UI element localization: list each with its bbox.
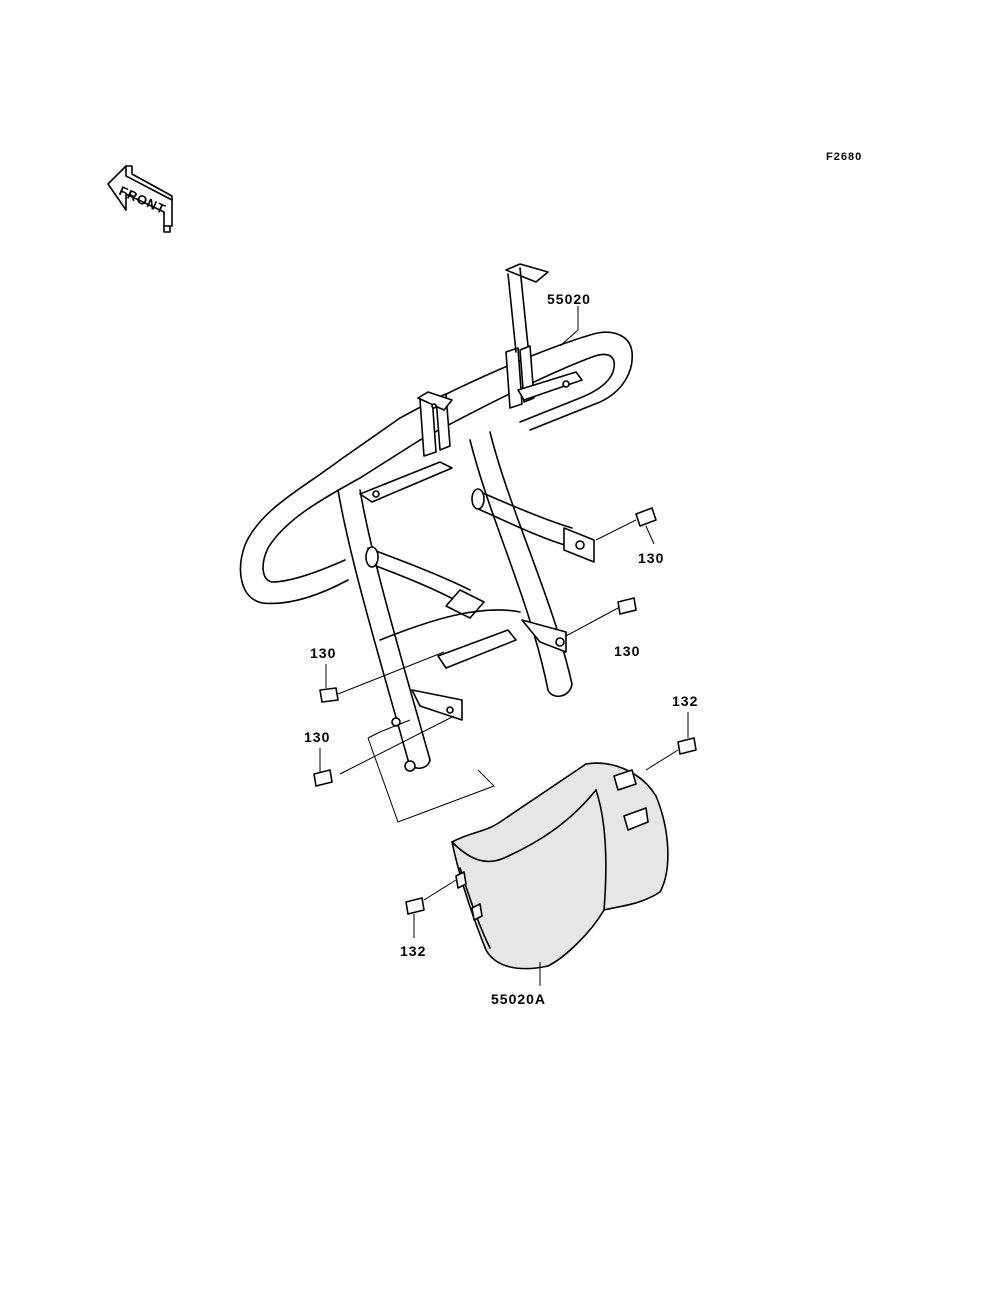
- part-label-55020: 55020: [547, 291, 591, 307]
- bumper-top-bracket-right: [505, 263, 583, 409]
- front-bumper: [239, 263, 633, 772]
- front-arrow-icon: FRONT: [107, 165, 173, 233]
- part-label-130-right-top: 130: [638, 550, 664, 566]
- skid-guard: [451, 762, 669, 970]
- part-label-130-left-upper: 130: [310, 645, 336, 661]
- bolt-130-left-upper: [319, 651, 445, 703]
- bolt-130-right-top: [595, 507, 657, 545]
- part-label-130-right-middle: 130: [614, 643, 640, 659]
- part-label-130-left-lower: 130: [304, 729, 330, 745]
- diagram-code: F2680: [826, 151, 862, 163]
- bolt-130-left-lower: [313, 715, 495, 823]
- bumper-top-bracket-left: [359, 391, 453, 503]
- bolt-132-left: [405, 879, 457, 938]
- bolt-132-right: [645, 712, 697, 771]
- part-label-55020A: 55020A: [491, 991, 546, 1007]
- bolt-130-right-middle: [565, 597, 637, 637]
- part-label-132-left: 132: [400, 943, 426, 959]
- part-label-132-right: 132: [672, 693, 698, 709]
